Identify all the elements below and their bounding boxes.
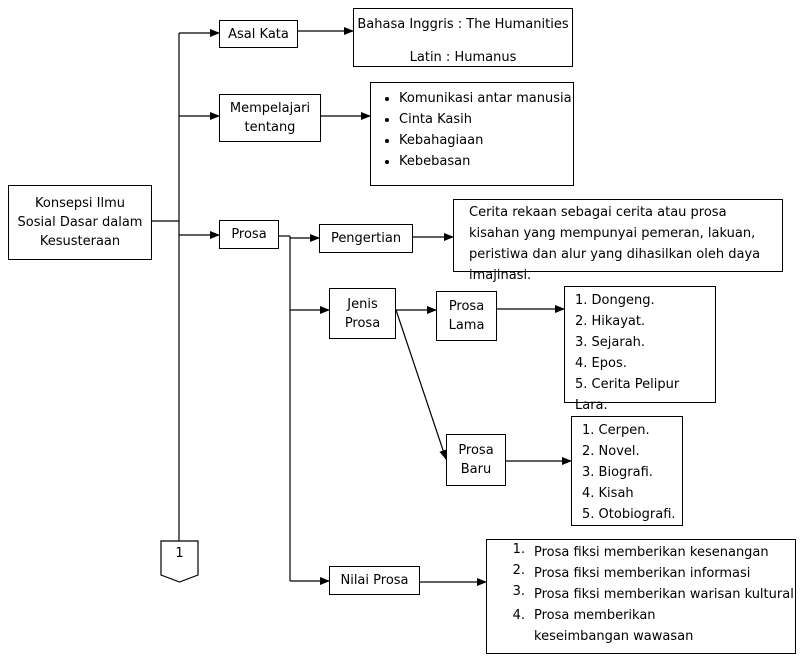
- nilai-text: Prosa fiksi memberikan informasi: [534, 566, 751, 581]
- list-item: Cinta Kasih: [399, 109, 573, 130]
- list-item: Kebebasan: [399, 151, 573, 172]
- connector-label: 1: [175, 546, 184, 561]
- list-item: 1. Dongeng.: [575, 293, 655, 308]
- nilai-num: 2.: [512, 563, 525, 578]
- prosa-baru-list-box: 1. Cerpen. 2. Novel. 3. Biografi. 4. Kis…: [571, 416, 683, 526]
- list-item: 5. Otobiografi.: [582, 507, 676, 522]
- asal-kata-box: Asal Kata: [219, 20, 298, 48]
- pengertian-text: Cerita rekaan sebagai cerita atau prosa …: [469, 205, 761, 283]
- asal-kata-label: Asal Kata: [228, 26, 289, 42]
- nilai-num: 1.: [512, 542, 525, 557]
- mempelajari-list: Komunikasi antar manusia Cinta Kasih Keb…: [371, 88, 573, 172]
- mempelajari-label: Mempelajari tentang: [229, 101, 311, 135]
- list-item: 4. Kisah: [582, 486, 634, 501]
- asal-kata-latin: Latin : Humanus: [409, 50, 517, 65]
- list-item: 3. Biografi.: [582, 465, 653, 480]
- prosa-baru-box: Prosa Baru: [446, 434, 506, 486]
- nilai-prosa-list-box: 1. Prosa fiksi memberikan kesenangan 2. …: [486, 539, 796, 654]
- nilai-prosa-box: Nilai Prosa: [329, 566, 420, 595]
- pengertian-label: Pengertian: [330, 231, 402, 246]
- list-item: Kebahagiaan: [399, 130, 573, 151]
- nilai-prosa-label: Nilai Prosa: [340, 573, 409, 588]
- jenis-prosa-label: Jenis Prosa: [344, 296, 381, 331]
- prosa-label: Prosa: [231, 227, 267, 242]
- nilai-text: Prosa fiksi memberikan kesenangan: [534, 545, 769, 560]
- prosa-lama-list-box: 1. Dongeng. 2. Hikayat. 3. Sejarah. 4. E…: [564, 286, 716, 413]
- root-label: Konsepsi Ilmu Sosial Dasar dalam Kesuste…: [17, 196, 143, 249]
- pengertian-box: Pengertian: [319, 224, 413, 253]
- list-item: 2. Novel.: [582, 444, 640, 459]
- nilai-text: Prosa memberikan keseimbangan wawasan: [534, 608, 694, 644]
- nilai-num: 4.: [512, 608, 525, 623]
- arrow-prosa-baru: [395, 309, 447, 460]
- list-item: 1. Cerpen.: [582, 423, 650, 438]
- prosa-baru-label: Prosa Baru: [458, 443, 494, 477]
- list-item: 5. Cerita Pelipur Lara.: [575, 377, 680, 413]
- mempelajari-detail-box: Komunikasi antar manusia Cinta Kasih Keb…: [370, 82, 574, 186]
- offpage-connector: [160, 540, 199, 583]
- nilai-item: 2. Prosa fiksi memberikan informasi: [487, 563, 795, 584]
- nilai-item: 4. Prosa memberikan keseimbangan wawasan: [487, 605, 795, 647]
- pengertian-detail-box: Cerita rekaan sebagai cerita atau prosa …: [453, 199, 783, 283]
- root-box: Konsepsi Ilmu Sosial Dasar dalam Kesuste…: [8, 185, 152, 260]
- asal-kata-english: Bahasa Inggris : The Humanities: [357, 17, 569, 32]
- list-item: 3. Sejarah.: [575, 335, 646, 350]
- list-item: 4. Epos.: [575, 356, 627, 371]
- asal-kata-detail-box: Bahasa Inggris : The Humanities Latin : …: [353, 8, 573, 67]
- nilai-item: 1. Prosa fiksi memberikan kesenangan: [487, 542, 795, 563]
- list-item: Komunikasi antar manusia: [399, 88, 573, 109]
- mempelajari-box: Mempelajari tentang: [219, 94, 321, 142]
- prosa-lama-box: Prosa Lama: [436, 291, 497, 341]
- nilai-item: 3. Prosa fiksi memberikan warisan kultur…: [487, 584, 795, 605]
- prosa-lama-list: 1. Dongeng. 2. Hikayat. 3. Sejarah. 4. E…: [565, 290, 715, 416]
- nilai-num: 3.: [512, 584, 525, 599]
- prosa-baru-list: 1. Cerpen. 2. Novel. 3. Biografi. 4. Kis…: [572, 420, 682, 525]
- list-item: 2. Hikayat.: [575, 314, 646, 329]
- prosa-lama-label: Prosa Lama: [448, 299, 485, 333]
- prosa-box: Prosa: [219, 220, 279, 249]
- nilai-text: Prosa fiksi memberikan warisan kultural: [534, 587, 794, 602]
- jenis-prosa-box: Jenis Prosa: [329, 288, 396, 339]
